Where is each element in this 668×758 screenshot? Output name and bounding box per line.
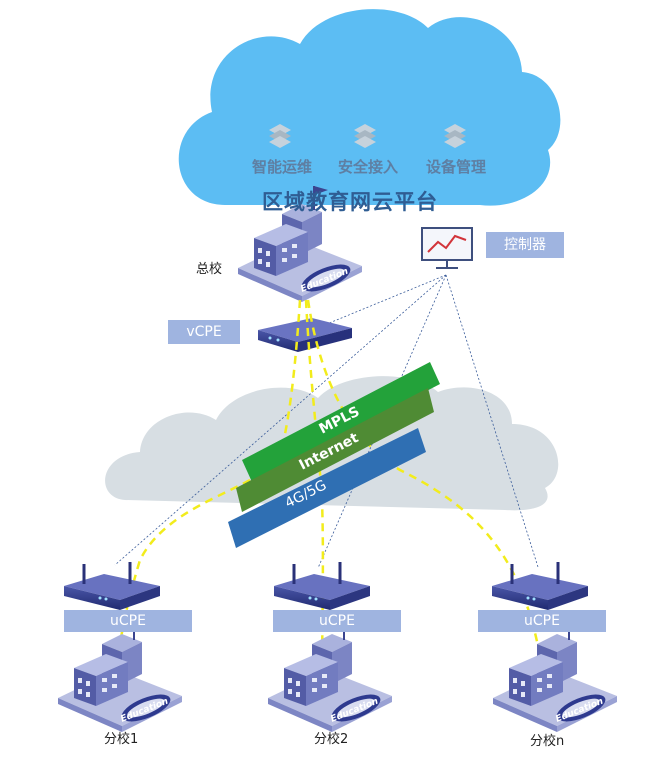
service-label-ops: 智能运维	[251, 158, 312, 176]
layers-icon	[354, 124, 376, 148]
monitor-chart-icon	[421, 227, 473, 269]
cloud-title: 区域教育网云平台	[262, 190, 438, 214]
branch-label-n: 分校n	[530, 734, 565, 749]
hq-label: 总校	[196, 262, 223, 277]
branch-label-1: 分校1	[104, 732, 139, 747]
vcpe-label: vCPE	[168, 320, 240, 344]
layers-icon	[444, 124, 466, 148]
ucpe-label-1: uCPE	[64, 610, 192, 632]
vcpe-device	[258, 318, 352, 352]
ucpe-router-n	[490, 560, 590, 612]
ucpe-router-1	[62, 560, 162, 612]
service-label-access: 安全接入	[337, 158, 398, 176]
layers-icon	[269, 124, 291, 148]
service-label-devices: 设备管理	[425, 158, 486, 176]
cloud-platform	[178, 9, 561, 206]
ucpe-label-n: uCPE	[478, 610, 606, 632]
controller-label: 控制器	[486, 232, 564, 258]
branch-label-2: 分校2	[314, 732, 349, 747]
management-links	[114, 274, 539, 569]
ucpe-label-2: uCPE	[273, 610, 401, 632]
